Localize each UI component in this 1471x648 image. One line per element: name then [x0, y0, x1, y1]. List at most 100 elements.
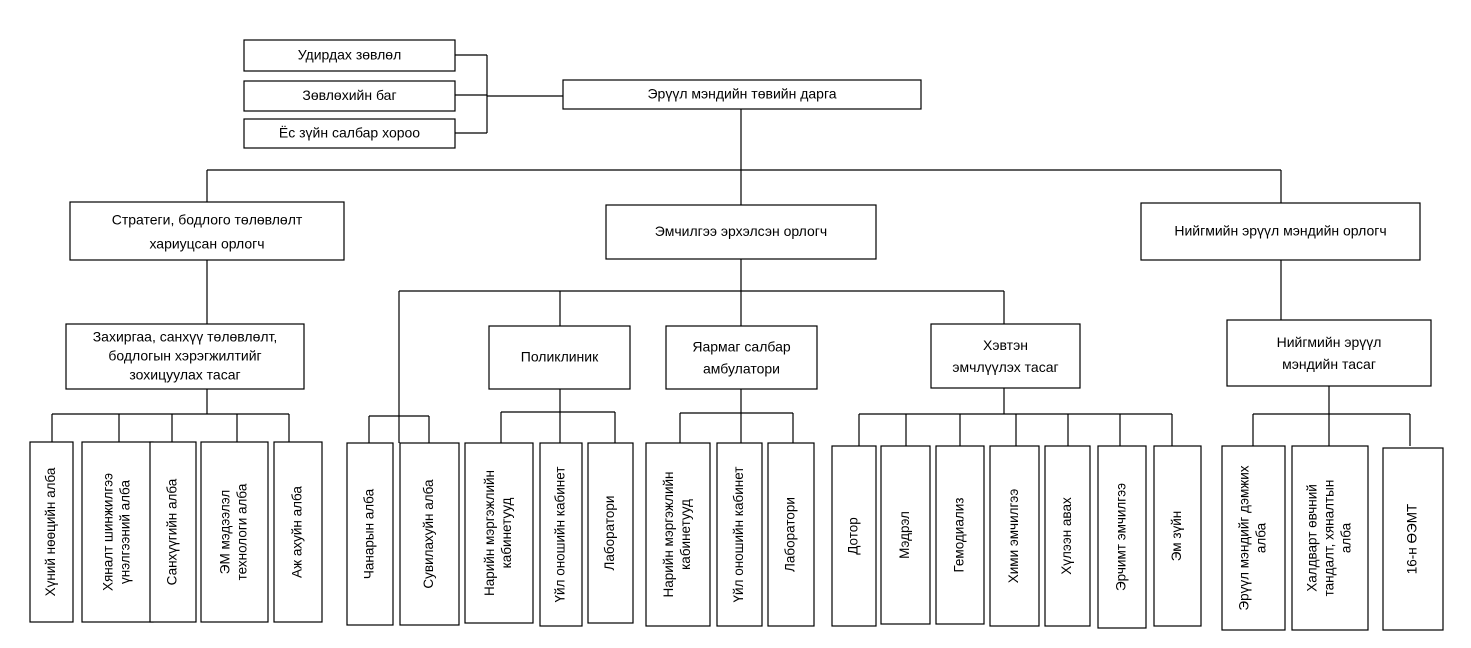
- unit-inpatient-7-frame: [1153, 445, 1202, 627]
- unit-emergency-1-frame: [645, 442, 711, 627]
- unit-emergency-3-frame: [767, 442, 815, 627]
- unit-inpatient-6: Эрчимт эмчилгээ: [1097, 445, 1147, 629]
- director-box-label: Эрүүл мэндийн төвийн дарга: [647, 85, 836, 101]
- unit-admin-3: Санхүүгийн алба: [149, 441, 197, 623]
- unit-admin-5: Аж ахуйн алба: [273, 441, 323, 623]
- unit-admin-4-label: технологи алба: [235, 483, 250, 580]
- advisory-council-label: Зөвлөхийн баг: [302, 87, 396, 103]
- unit-inpatient-7: Эм зүйн: [1153, 445, 1202, 627]
- deputy-strategy-label: Стратеги, бодлого төлөвлөлт: [112, 211, 303, 227]
- unit-inpatient-3-frame: [935, 445, 985, 625]
- unit-medical-2-label: Сувилахуйн алба: [421, 479, 436, 589]
- unit-polyclinic-1-frame: [464, 442, 534, 624]
- unit-public-health-3-label: 16-н ӨЭМТ: [1405, 504, 1420, 574]
- unit-emergency-3-label: Лаборатори: [783, 497, 798, 572]
- unit-public-health-2-label: Халдварт өвчний: [1305, 484, 1320, 592]
- dept-emergency: Яармаг салбар амбулатори: [665, 325, 818, 390]
- unit-medical-2-frame: [399, 442, 460, 626]
- deputy-public-health: Нийгмийн эрүүл мэндийн орлогч: [1140, 202, 1421, 261]
- unit-public-health-2-label: алба: [1339, 522, 1354, 553]
- unit-admin-3-frame: [149, 441, 197, 623]
- unit-admin-2-label: Хяналт шинжилгээ: [101, 473, 116, 591]
- unit-emergency-3: Лаборатори: [767, 442, 815, 627]
- deputy-public-health-frame: [1140, 202, 1421, 261]
- dept-emergency-label: Яармаг салбар: [692, 338, 791, 354]
- advisory-board-label: Удирдах зөвлөл: [298, 46, 402, 62]
- dept-inpatient-label: Хэвтэн: [983, 337, 1028, 353]
- unit-polyclinic-2-frame: [539, 442, 583, 627]
- advisory-council-frame: [243, 80, 456, 112]
- unit-admin-2-label: үнэлгээний алба: [118, 480, 133, 584]
- dept-admin-frame: [65, 323, 305, 390]
- dept-public-health-label: мэндийн тасаг: [1282, 356, 1376, 372]
- unit-inpatient-1: Дотор: [831, 445, 877, 627]
- dept-admin-label: зохицуулах тасаг: [129, 367, 240, 383]
- unit-inpatient-1-label: Дотор: [846, 517, 861, 555]
- unit-polyclinic-3-frame: [587, 442, 634, 624]
- deputy-strategy-label: хариуцсан орлогч: [149, 235, 264, 251]
- unit-inpatient-5-label: Хүлээн авах: [1059, 497, 1074, 575]
- unit-polyclinic-1-label: кабинетууд: [499, 497, 514, 568]
- advisory-board: Удирдах зөвлөл: [243, 39, 456, 72]
- unit-inpatient-4-frame: [989, 445, 1040, 627]
- unit-inpatient-2-label: Мэдрэл: [897, 511, 912, 559]
- unit-polyclinic-2-label: Үйл оношийн кабинет: [553, 467, 568, 603]
- unit-medical-2: Сувилахуйн алба: [399, 442, 460, 626]
- unit-emergency-1-label: кабинетууд: [678, 499, 693, 570]
- unit-admin-1-frame: [29, 441, 74, 623]
- unit-inpatient-3-label: Гемодиализ: [952, 498, 967, 573]
- unit-public-health-3-frame: [1382, 447, 1444, 631]
- dept-public-health-frame: [1226, 319, 1432, 387]
- unit-emergency-2-label: Үйл оношийн кабинет: [731, 467, 746, 603]
- unit-inpatient-2-frame: [880, 445, 931, 625]
- unit-admin-5-frame: [273, 441, 323, 623]
- deputy-medical-frame: [605, 204, 877, 260]
- deputy-strategy: Стратеги, бодлого төлөвлөлт хариуцсан орл…: [69, 201, 345, 261]
- unit-public-health-3: 16-н ӨЭМТ: [1382, 447, 1444, 631]
- director-box: Эрүүл мэндийн төвийн дарга: [562, 79, 922, 110]
- unit-inpatient-6-frame: [1097, 445, 1147, 629]
- advisory-ethics: Ёс зүйн салбар хороо: [243, 118, 456, 149]
- unit-admin-1: Хүний нөөцийн алба: [29, 441, 74, 623]
- dept-inpatient-frame: [930, 323, 1081, 389]
- deputy-public-health-label: Нийгмийн эрүүл мэндийн орлогч: [1174, 222, 1386, 238]
- unit-medical-1: Чанарын алба: [346, 442, 394, 626]
- unit-public-health-1-label: алба: [1254, 522, 1269, 553]
- unit-admin-1-label: Хүний нөөцийн алба: [43, 467, 58, 596]
- dept-admin: Захиргаа, санхүү төлөвлөлт, бодлогын хэрэ…: [65, 323, 305, 390]
- unit-public-health-1-label: Эрүүл мэндийг дэмжих: [1237, 465, 1252, 610]
- unit-emergency-2: Үйл оношийн кабинет: [716, 442, 763, 627]
- advisory-council: Зөвлөхийн баг: [243, 80, 456, 112]
- unit-inpatient-1-frame: [831, 445, 877, 627]
- unit-public-health-1-frame: [1221, 445, 1286, 631]
- dept-emergency-frame: [665, 325, 818, 390]
- dept-emergency-label: амбулатори: [703, 360, 780, 376]
- advisory-board-frame: [243, 39, 456, 72]
- dept-admin-label: бодлогын хэрэгжилтийг: [108, 348, 261, 364]
- dept-admin-label: Захиргаа, санхүү төлөвлөлт,: [93, 329, 278, 345]
- unit-admin-5-label: Аж ахуйн алба: [290, 486, 305, 578]
- unit-inpatient-4-label: Хими эмчилгээ: [1006, 489, 1021, 584]
- unit-inpatient-7-label: Эм зүйн: [1169, 511, 1184, 562]
- unit-polyclinic-1-label: Нарийн мэргэжлийн: [482, 470, 497, 596]
- unit-inpatient-4: Хими эмчилгээ: [989, 445, 1040, 627]
- dept-public-health-label: Нийгмийн эрүүл: [1277, 334, 1382, 350]
- unit-inpatient-6-label: Эрчимт эмчилгээ: [1114, 483, 1129, 591]
- advisory-ethics-frame: [243, 118, 456, 149]
- director-box-frame: [562, 79, 922, 110]
- unit-emergency-2-frame: [716, 442, 763, 627]
- unit-medical-1-label: Чанарын алба: [362, 488, 377, 579]
- unit-admin-4-label: ЭМ мэдээлэл: [218, 490, 233, 574]
- unit-public-health-2-label: тандалт, хяналтын: [1322, 480, 1337, 597]
- unit-admin-4-frame: [200, 441, 269, 623]
- unit-medical-1-frame: [346, 442, 394, 626]
- dept-public-health: Нийгмийн эрүүл мэндийн тасаг: [1226, 319, 1432, 387]
- unit-polyclinic-2: Үйл оношийн кабинет: [539, 442, 583, 627]
- unit-polyclinic-3-label: Лаборатори: [602, 496, 617, 571]
